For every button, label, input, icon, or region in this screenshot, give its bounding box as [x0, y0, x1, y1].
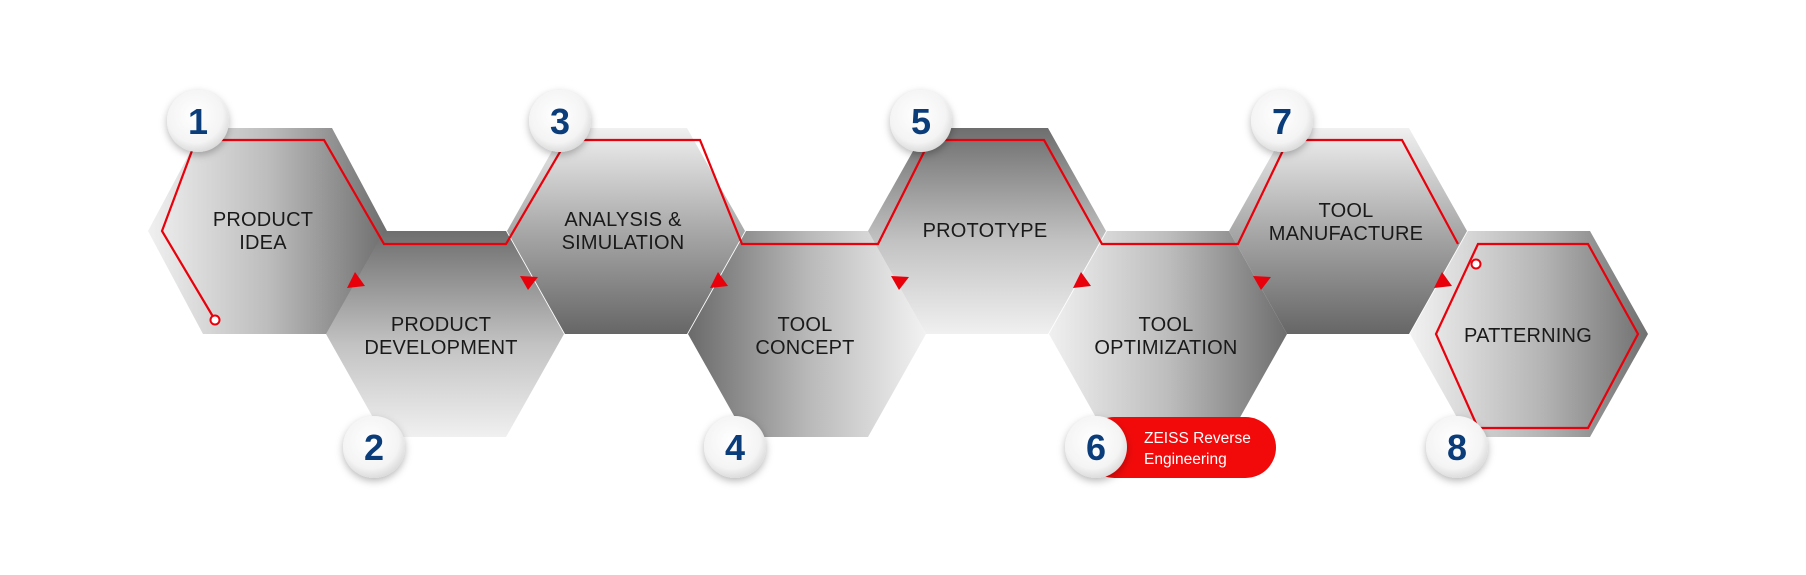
step-7-number: 7 [1272, 101, 1292, 142]
hexagon-layer [148, 128, 1648, 437]
arrow-up-icon [1073, 272, 1091, 288]
step-3-label-line-2: SIMULATION [562, 232, 685, 254]
flow-arrows [347, 272, 1452, 290]
arrow-down-icon [1253, 276, 1271, 290]
step-1-label-line-2: IDEA [239, 232, 287, 254]
badge-background [1084, 417, 1276, 478]
step-8-number-badge: 8 [1426, 416, 1488, 478]
step-3-number: 3 [550, 101, 570, 142]
arrow-up-icon [347, 272, 365, 288]
step-1-number: 1 [188, 101, 208, 142]
hexagon-step-7 [1229, 128, 1467, 334]
step-7-label-line-1: TOOL [1319, 200, 1374, 222]
hexagon-step-3 [507, 128, 745, 334]
step-2-number: 2 [364, 427, 384, 468]
hexagon-step-5 [868, 128, 1106, 334]
step-3-label-line-1: ANALYSIS & [564, 209, 682, 231]
step-4-label-line-1: TOOL [778, 314, 833, 336]
step-4-number: 4 [725, 427, 745, 468]
step-4-label-line-2: CONCEPT [755, 337, 854, 359]
step-1-number-badge: 1 [167, 90, 229, 152]
step-5-label: PROTOTYPE [923, 220, 1048, 242]
step-6-label-line-1: TOOL [1139, 314, 1194, 336]
hexagon-step-8 [1410, 231, 1648, 437]
step-2-label-line-1: PRODUCT [391, 314, 491, 336]
arrow-down-icon [520, 276, 538, 290]
hexagon-step-6 [1049, 231, 1287, 437]
badge-label-line-1: ZEISS Reverse [1144, 430, 1251, 447]
step-6-label-line-2: OPTIMIZATION [1094, 337, 1237, 359]
arrow-up-icon [1434, 272, 1452, 288]
step-number-circles: 1 2 3 4 5 6 7 8 [167, 90, 1488, 478]
step-2-number-badge: 2 [343, 416, 405, 478]
step-8-label: PATTERNING [1464, 325, 1592, 347]
step-6-number-badge: 6 [1065, 416, 1127, 478]
step-7-number-badge: 7 [1251, 90, 1313, 152]
step-6-number: 6 [1086, 427, 1106, 468]
hexagon-step-1 [148, 128, 387, 334]
step-4-number-badge: 4 [704, 416, 766, 478]
badge-label-line-2: Engineering [1144, 451, 1227, 468]
step-8-number: 8 [1447, 427, 1467, 468]
hexagon-labels: PRODUCT IDEA PRODUCT DEVELOPMENT ANALYSI… [213, 200, 1592, 359]
step-7-label-line-2: MANUFACTURE [1269, 223, 1423, 245]
arrow-down-icon [891, 276, 909, 290]
hexagon-step-4 [688, 231, 926, 437]
step-1-label-line-1: PRODUCT [213, 209, 313, 231]
hexagon-step-2 [326, 231, 564, 437]
arrow-up-icon [710, 272, 728, 288]
step-2-label-line-2: DEVELOPMENT [364, 337, 517, 359]
step-5-number: 5 [911, 101, 931, 142]
zeiss-reverse-engineering-badge[interactable]: ZEISS Reverse Engineering [1084, 417, 1276, 478]
step-5-number-badge: 5 [890, 90, 952, 152]
step-3-number-badge: 3 [529, 90, 591, 152]
